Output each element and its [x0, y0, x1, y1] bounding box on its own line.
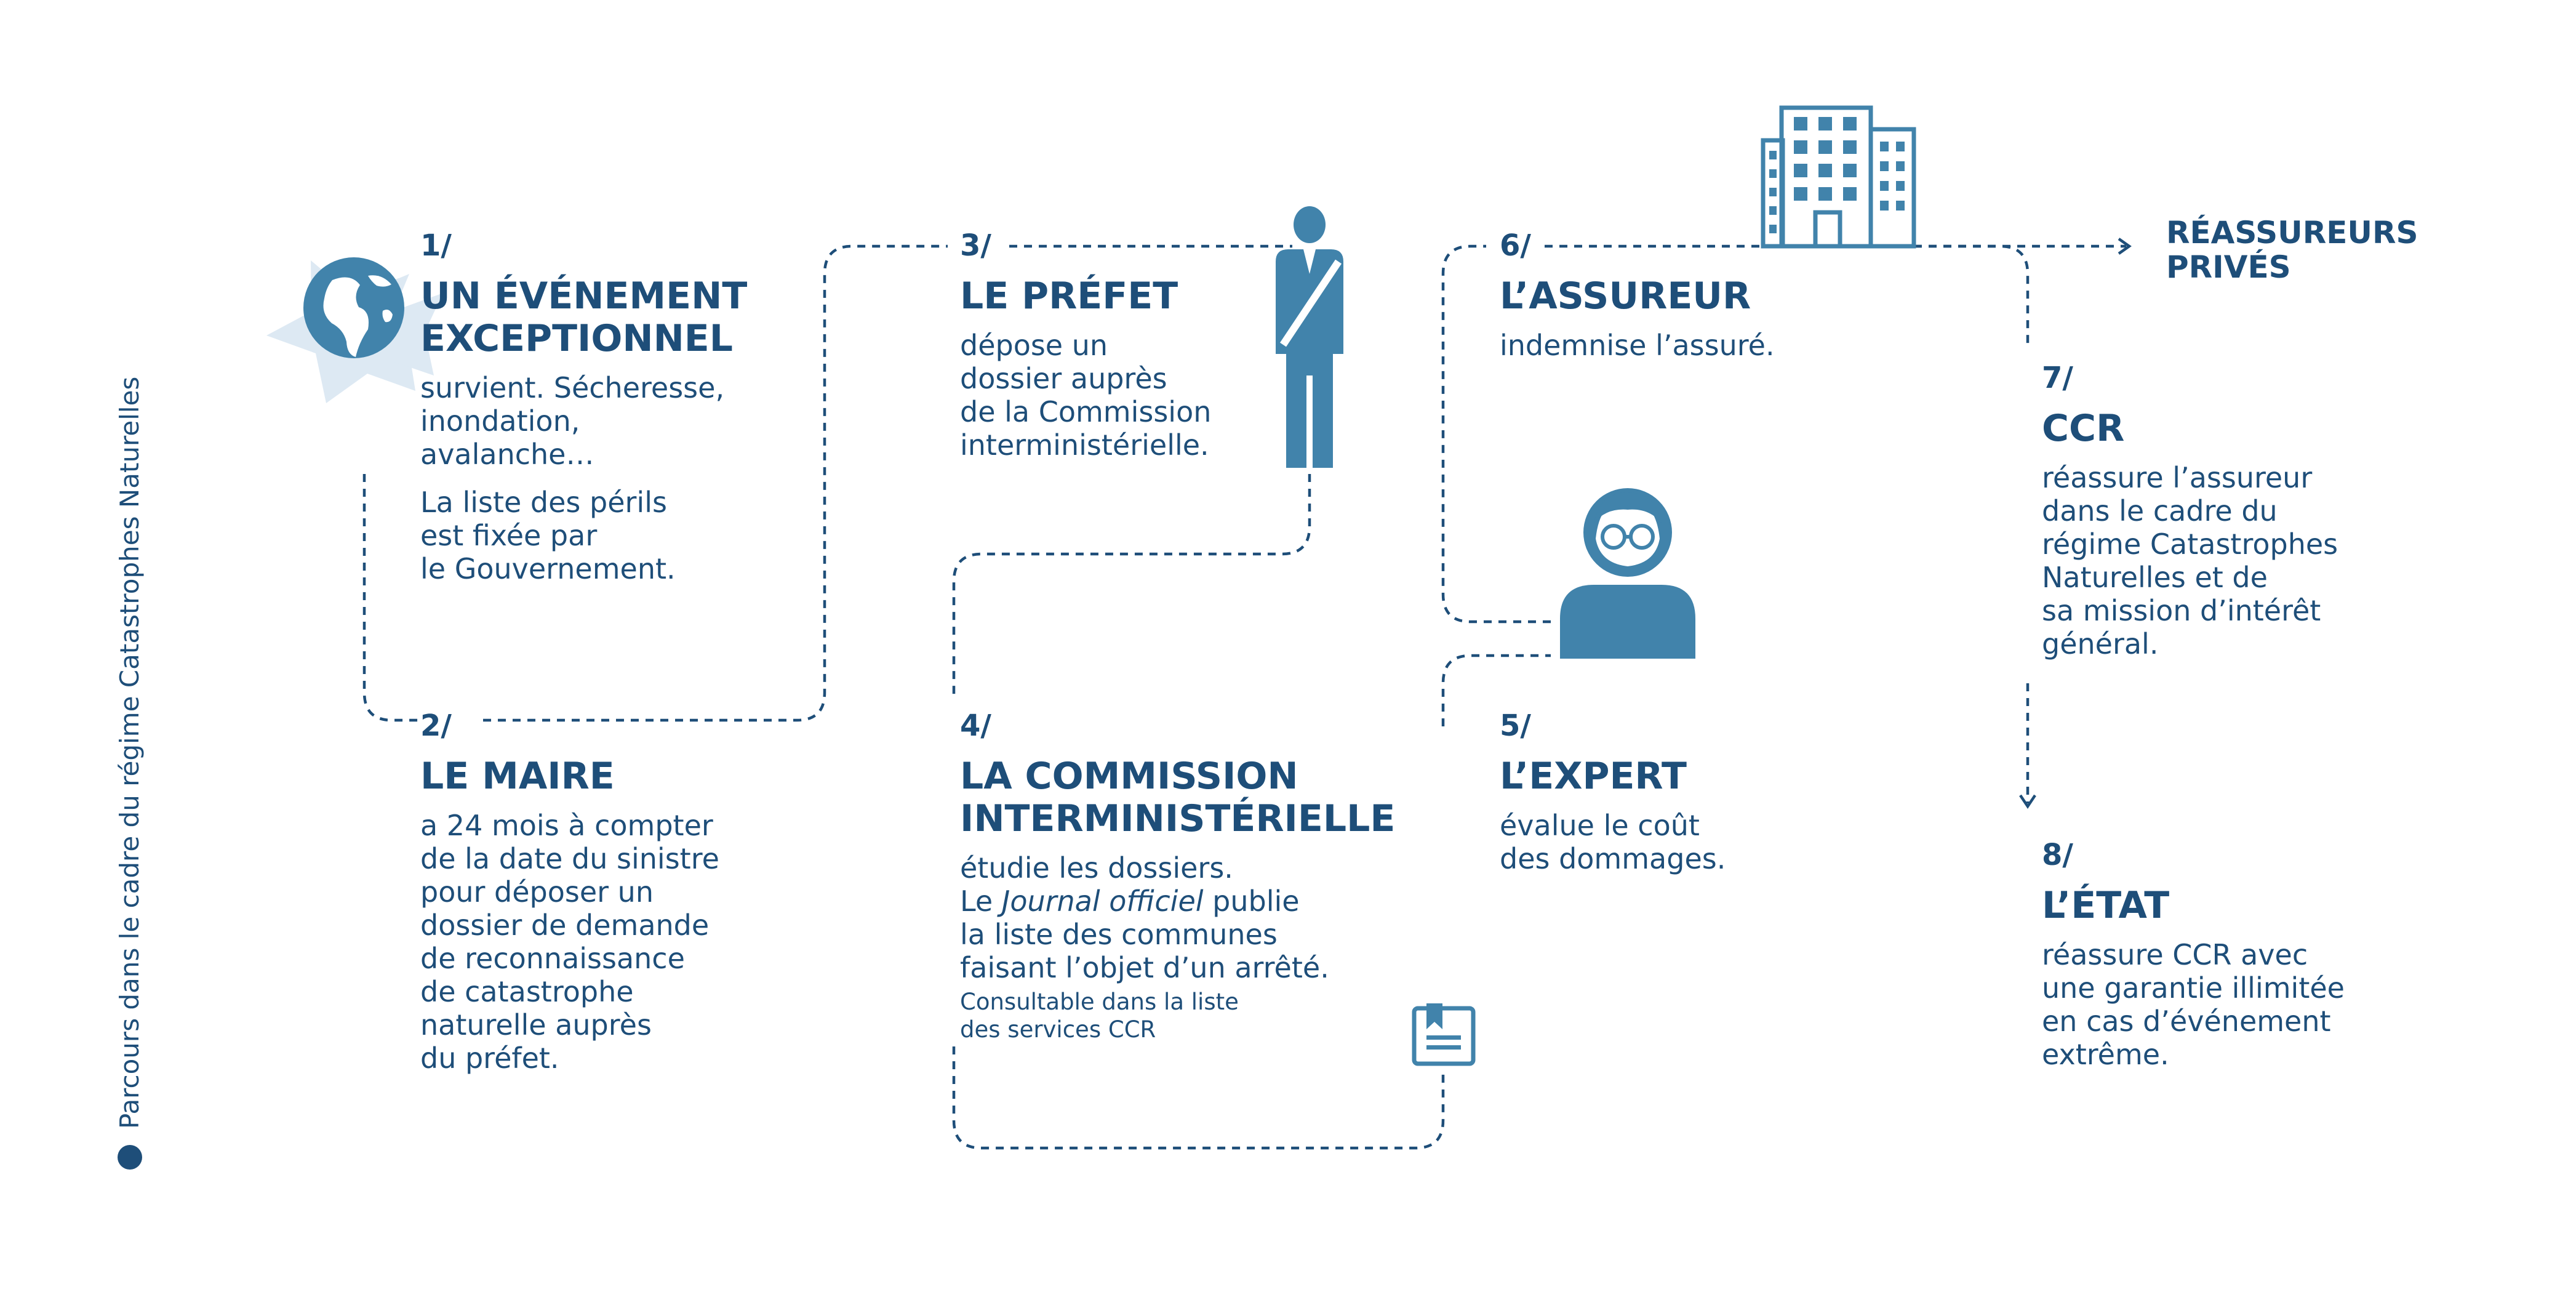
- sidebar-caption-text: Parcours dans le cadre du régime Catastr…: [114, 376, 145, 1129]
- connector-expert-to-6: [1441, 244, 1551, 624]
- step-7-body: réassure l’assureur dans le cadre du rég…: [2042, 461, 2338, 661]
- step-1-title: UN ÉVÉNEMENT EXCEPTIONNEL: [420, 275, 748, 360]
- step-2-number: 2/: [420, 709, 452, 743]
- step-1-body: survient. Sécheresse, inondation, avalan…: [420, 371, 747, 585]
- step-8-body: réassure CCR avec une garantie illimitée…: [2042, 938, 2345, 1071]
- step-3-description: dépose un dossier auprès de la Commissio…: [960, 329, 1212, 462]
- step-3-body: dépose un dossier auprès de la Commissio…: [960, 329, 1211, 462]
- connector-prefect-to-4: [952, 474, 1311, 696]
- step-4-title: LA COMMISSION INTERMINISTÉRIELLE: [960, 755, 1396, 840]
- connector-4-to-5: [952, 1046, 1445, 1150]
- step-2-body: a 24 mois à compter de la date du sinist…: [420, 809, 719, 1075]
- bullet-dot: [117, 1145, 142, 1170]
- connector-2-to-3: [483, 244, 948, 722]
- connector-5-to-expert: [1441, 654, 1551, 726]
- building-icon: [1761, 105, 1916, 249]
- step-5: 5/ L’EXPERT évalue le coût des dommages.: [1500, 711, 1726, 875]
- step-7-description: réassure l’assureur dans le cadre du rég…: [2042, 461, 2338, 661]
- step-4-journal-officiel: Journal officiel: [1001, 885, 1204, 918]
- step-2: 2/ LE MAIRE a 24 mois à compter de la da…: [420, 711, 719, 1075]
- step-6-number: 6/: [1500, 228, 1531, 263]
- connector-assureur-to-ccr: [1914, 244, 2030, 348]
- step-7-title: CCR: [2042, 407, 2125, 450]
- step-5-description: évalue le coût des dommages.: [1500, 809, 1726, 875]
- step-4: 4/ LA COMMISSION INTERMINISTÉRIELLE étud…: [960, 711, 1395, 1043]
- step-5-body: évalue le coût des dommages.: [1500, 809, 1726, 875]
- prefect-icon: [1276, 206, 1343, 468]
- step-8-title: L’ÉTAT: [2042, 884, 2170, 927]
- step-1-perils-note: La liste des périls est fixée par le Gou…: [420, 486, 676, 585]
- step-6-body: indemnise l’assuré.: [1500, 329, 1775, 362]
- step-4-body: étudie les dossiers. Le Journal officiel…: [960, 851, 1395, 1043]
- step-8: 8/ L’ÉTAT réassure CCR avec une garantie…: [2042, 840, 2345, 1071]
- step-1-number: 1/: [420, 228, 452, 263]
- step-2-description: a 24 mois à compter de la date du sinist…: [420, 809, 719, 1075]
- connector-1-to-2: [362, 474, 418, 722]
- arrow-head-reassureurs: [2118, 238, 2132, 255]
- globe-icon: [303, 257, 404, 358]
- step-5-number: 5/: [1500, 709, 1531, 743]
- step-6: 6/ L’ASSUREUR indemnise l’assuré.: [1500, 231, 1775, 362]
- step-3-title: LE PRÉFET: [960, 275, 1178, 318]
- reassureurs-prives-label: RÉASSUREURS PRIVÉS: [2166, 215, 2418, 285]
- step-3: 3/ LE PRÉFET dépose un dossier auprès de…: [960, 231, 1211, 462]
- step-7: 7/ CCR réassure l’assureur dans le cadre…: [2042, 363, 2338, 661]
- step-4-body-rest: publie la liste des communes faisant l’o…: [960, 885, 1329, 984]
- step-1: 1/ UN ÉVÉNEMENT EXCEPTIONNEL survient. S…: [420, 231, 747, 585]
- expert-icon: [1560, 488, 1695, 659]
- step-2-title: LE MAIRE: [420, 755, 615, 798]
- step-6-title: L’ASSUREUR: [1500, 275, 1751, 318]
- step-8-number: 8/: [2042, 838, 2073, 872]
- sidebar-caption: Parcours dans le cadre du régime Catastr…: [114, 377, 145, 1170]
- step-3-number: 3/: [960, 228, 991, 263]
- step-5-title: L’EXPERT: [1500, 755, 1687, 798]
- journal-icon: [1412, 1003, 1476, 1066]
- step-4-description: étudie les dossiers. Le Journal officiel…: [960, 851, 1395, 984]
- step-4-number: 4/: [960, 709, 991, 743]
- step-4-body-intro: étudie les dossiers. Le: [960, 851, 1233, 918]
- step-7-number: 7/: [2042, 361, 2073, 395]
- step-6-description: indemnise l’assuré.: [1500, 329, 1775, 362]
- arrow-head-etat: [2019, 794, 2036, 809]
- step-8-description: réassure CCR avec une garantie illimitée…: [2042, 938, 2345, 1071]
- step-1-description: survient. Sécheresse, inondation, avalan…: [420, 371, 725, 471]
- step-4-note: Consultable dans la liste des services C…: [960, 989, 1239, 1043]
